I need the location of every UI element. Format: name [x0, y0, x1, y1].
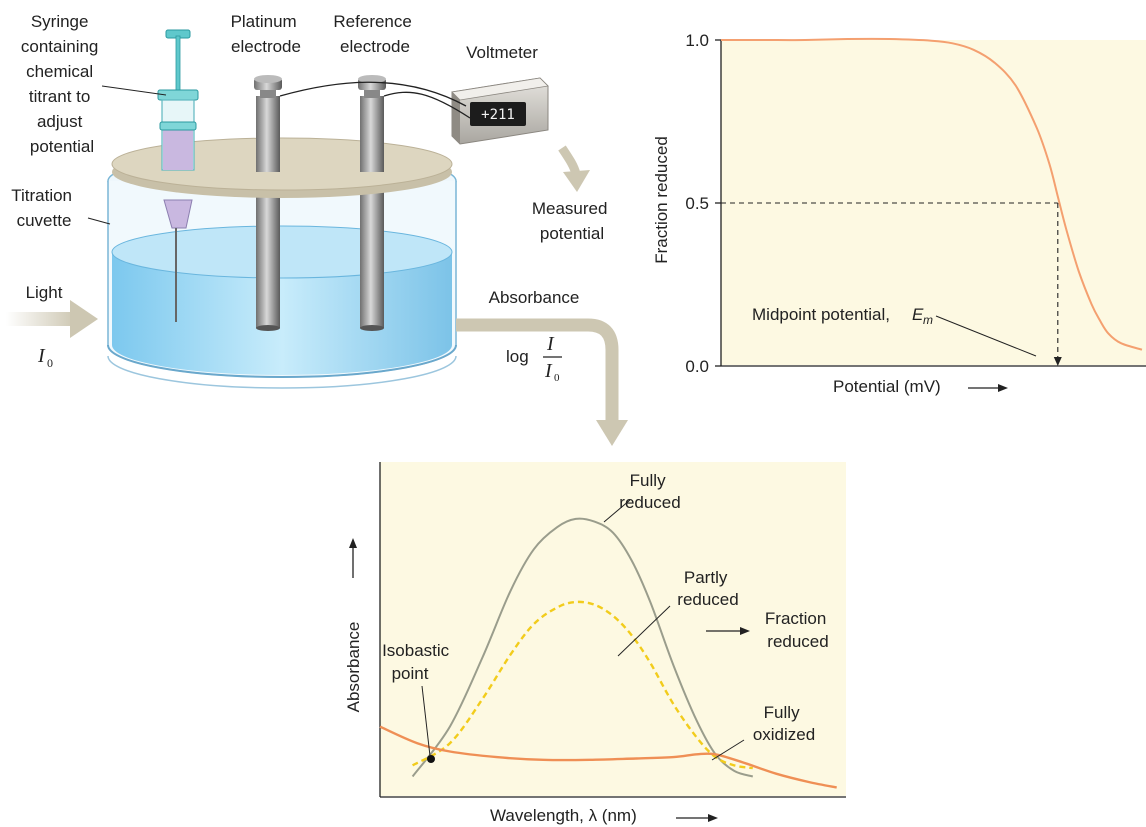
isobestic-point-marker	[427, 755, 435, 763]
svg-text:E: E	[912, 305, 924, 324]
solution-surface	[111, 225, 453, 279]
wire-reference	[383, 91, 471, 119]
syringe-label: Syringe containing chemical titrant to a…	[21, 12, 103, 156]
label-fraction-reduced: Fraction reduced	[765, 609, 831, 651]
platinum-electrode-submerged	[256, 190, 280, 328]
reference-electrode	[358, 75, 386, 172]
svg-text:I: I	[544, 360, 553, 382]
reference-electrode-submerged	[360, 190, 384, 328]
syringe-leader	[101, 85, 167, 96]
chart1-plot-area	[721, 40, 1146, 365]
chart1-y-tick-label: 1.0	[685, 31, 709, 50]
absorbance-spectrum-chart: Fully reduced Partly reduced Fraction re…	[344, 462, 846, 825]
chart1-y-tick-label: 0.5	[685, 194, 709, 213]
series-fully-oxidized	[379, 725, 837, 789]
svg-text:Midpoint potential,: Midpoint potential,	[752, 305, 890, 324]
titration-cuvette-label: Titration cuvette	[11, 186, 77, 230]
fraction-reduced-arrow	[706, 627, 750, 635]
chart2-y-arrow	[349, 538, 357, 578]
voltmeter: +211	[451, 77, 549, 145]
chart1-y-label: Fraction reduced	[652, 136, 671, 264]
chart1-curve	[720, 37, 1143, 351]
syringe	[157, 29, 199, 171]
chart2-x-arrow	[676, 814, 718, 822]
chart1-midpoint-arrowhead	[1053, 357, 1062, 366]
cuvette-leader	[87, 217, 111, 225]
chart2-x-label: Wavelength, λ (nm)	[490, 806, 637, 825]
chart1-y-tick-label: 0.0	[685, 357, 709, 376]
svg-text:I: I	[546, 333, 555, 355]
titration-apparatus: +211 Syringe containing chemical titrant…	[6, 12, 628, 446]
label-fully-reduced: Fully reduced	[619, 471, 680, 512]
absorbance-path-arrow	[456, 318, 619, 422]
chart1-x-arrow	[968, 384, 1008, 392]
voltmeter-display	[470, 102, 526, 126]
voltmeter-label: Voltmeter	[466, 43, 538, 62]
chart2-plot-area	[380, 462, 846, 796]
incident-intensity-label: I 0	[37, 345, 53, 370]
leader-partly-reduced	[617, 605, 671, 657]
platinum-electrode-label: Platinum electrode	[231, 12, 302, 56]
leader-fully-reduced	[603, 499, 631, 523]
svg-text:I: I	[37, 345, 46, 367]
label-fully-oxidized: Fully oxidized	[753, 703, 815, 744]
voltmeter-reading: +211	[481, 107, 515, 123]
light-beam-arrow	[6, 300, 98, 338]
fraction-reduced-chart: 0.0 0.5 1.0 Midpoint potential, E m Potent…	[652, 31, 1146, 396]
label-isobestic-point: Isobastic point	[382, 641, 454, 683]
series-fully-reduced	[411, 517, 754, 778]
platinum-electrode	[254, 75, 282, 172]
log-ratio-label: log I I 0	[506, 333, 562, 384]
measured-potential-label: Measured potential	[532, 199, 612, 243]
chart1-midpoint-annotation: Midpoint potential, E m	[752, 305, 1037, 357]
chart2-y-label: Absorbance	[344, 622, 363, 713]
svg-text:m: m	[923, 313, 933, 327]
label-partly-reduced: Partly reduced	[677, 568, 738, 609]
chart1-x-label: Potential (mV)	[833, 377, 941, 396]
reference-electrode-label: Reference electrode	[333, 12, 416, 56]
svg-text:0: 0	[554, 372, 560, 384]
measured-arrow	[558, 145, 581, 176]
series-partly-reduced	[411, 600, 753, 770]
leader-fully-oxidized	[711, 739, 745, 761]
leader-isobestic-point	[421, 685, 431, 757]
svg-text:log: log	[506, 347, 529, 366]
absorbance-path-label: Absorbance	[489, 288, 580, 307]
wire-platinum	[279, 81, 467, 107]
light-label: Light	[26, 283, 63, 302]
svg-text:0: 0	[47, 356, 53, 370]
